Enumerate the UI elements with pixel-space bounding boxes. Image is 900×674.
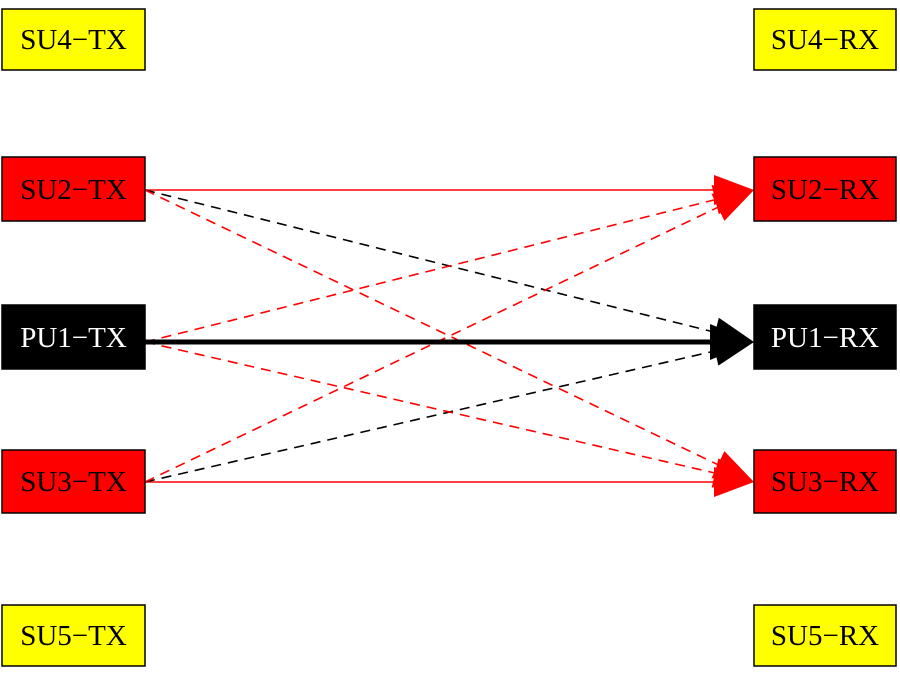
node-su4-rx: SU4−RX bbox=[753, 8, 897, 71]
node-pu1-rx-box bbox=[753, 304, 897, 370]
edges-layer bbox=[144, 175, 754, 497]
node-su2-rx-label: SU2−RX bbox=[771, 174, 879, 206]
node-pu1-tx-box bbox=[1, 304, 146, 370]
node-pu1-tx-label: PU1−TX bbox=[20, 322, 127, 354]
arrowhead-pu1-tx-to-pu1-rx bbox=[710, 324, 754, 360]
node-su4-tx-label: SU4−TX bbox=[20, 24, 127, 56]
node-su4-rx-label: SU4−RX bbox=[771, 24, 879, 56]
edge-su3-tx-to-su2-rx bbox=[144, 205, 721, 483]
node-pu1-rx-label: PU1−RX bbox=[771, 322, 879, 354]
node-su3-rx: SU3−RX bbox=[753, 449, 897, 514]
edge-pu1-tx-to-su3-rx bbox=[144, 341, 718, 475]
node-su3-tx: SU3−TX bbox=[1, 449, 146, 514]
node-su5-tx-box bbox=[1, 604, 146, 667]
node-su4-tx-box bbox=[1, 8, 146, 71]
node-su2-tx-label: SU2−TX bbox=[20, 174, 127, 206]
node-su2-tx-box bbox=[1, 156, 146, 222]
arrowhead-pu1-tx-to-su3-rx bbox=[711, 458, 754, 488]
node-su3-tx-box bbox=[1, 449, 146, 514]
node-su5-rx-box bbox=[753, 604, 897, 667]
node-su3-rx-label: SU3−RX bbox=[771, 466, 879, 498]
edge-su2-tx-to-su3-rx bbox=[144, 189, 721, 467]
node-su5-tx: SU5−TX bbox=[1, 604, 146, 667]
edge-pu1-tx-to-su2-rx bbox=[144, 198, 718, 343]
node-su3-tx-label: SU3−TX bbox=[20, 466, 127, 498]
node-su3-rx-box bbox=[753, 449, 897, 514]
node-su2-tx: SU2−TX bbox=[1, 156, 146, 222]
node-su4-tx: SU4−TX bbox=[1, 8, 146, 71]
node-su5-rx-label: SU5−RX bbox=[771, 620, 879, 652]
node-su5-tx-label: SU5−TX bbox=[20, 620, 127, 652]
node-pu1-tx: PU1−TX bbox=[1, 304, 146, 370]
arrowhead-su3-tx-to-su2-rx bbox=[711, 190, 754, 221]
node-su2-rx-box bbox=[753, 156, 897, 222]
node-su4-rx-box bbox=[753, 8, 897, 71]
edge-su3-tx-to-pu1-rx bbox=[144, 349, 718, 483]
node-su5-rx: SU5−RX bbox=[753, 604, 897, 667]
node-su2-rx: SU2−RX bbox=[753, 156, 897, 222]
edge-su2-tx-to-pu1-rx bbox=[144, 189, 718, 334]
node-pu1-rx: PU1−RX bbox=[753, 304, 897, 370]
